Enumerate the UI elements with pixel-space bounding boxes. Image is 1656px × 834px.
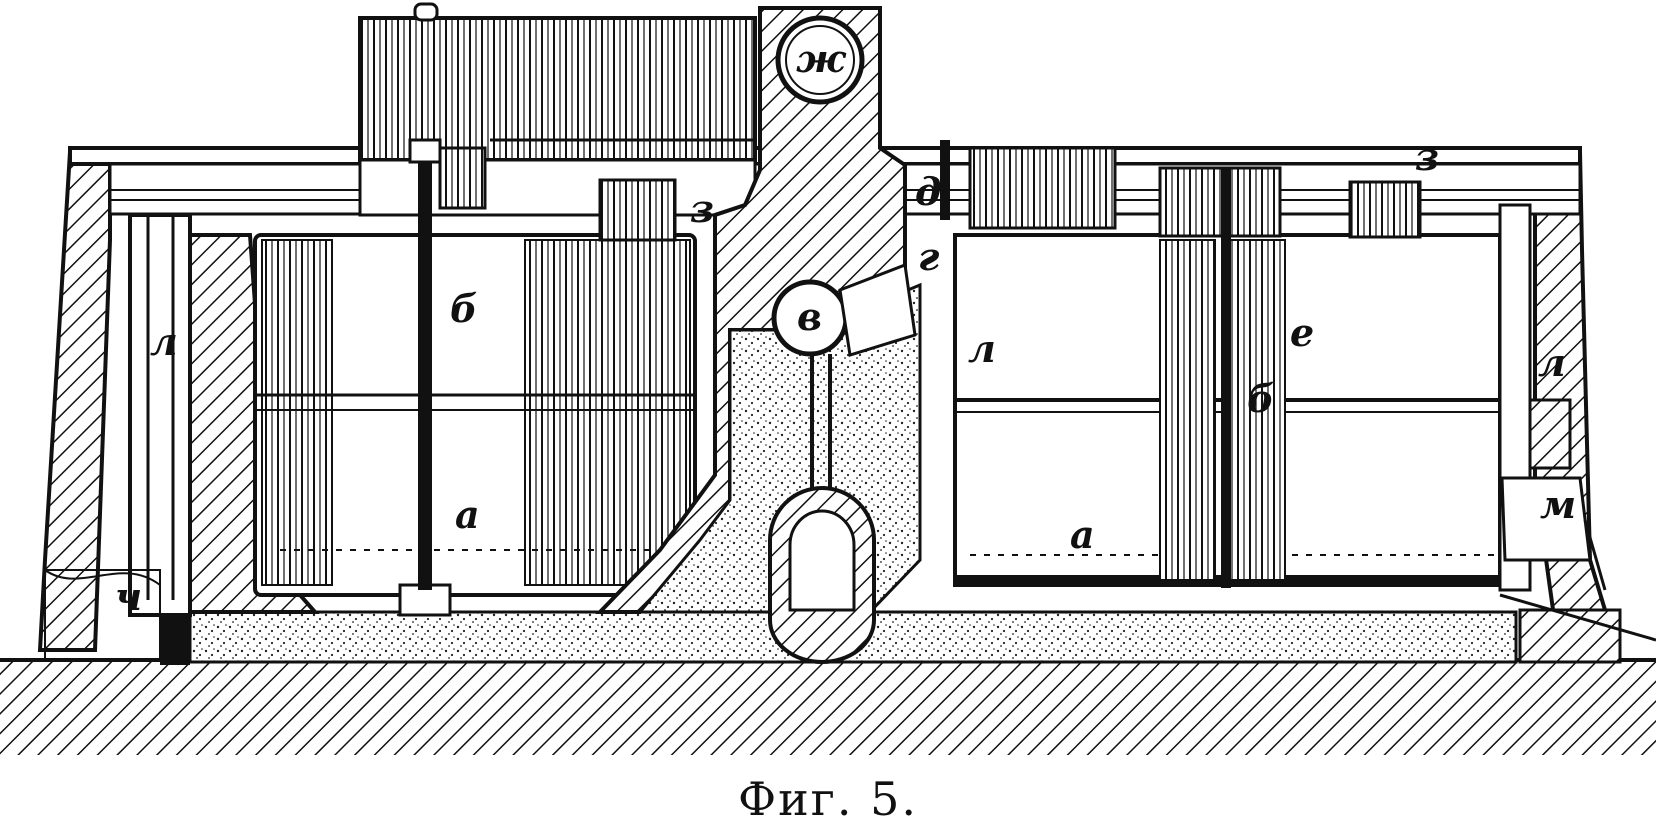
pipes (768, 15, 917, 664)
label-v: в (797, 294, 822, 339)
label-a-right: а (1070, 512, 1095, 557)
label-m: м (1540, 482, 1576, 527)
ground-section (0, 658, 1656, 755)
label-g: г (918, 234, 939, 279)
left-stirrer-shaft (408, 138, 487, 590)
label-ch: ч (115, 574, 142, 619)
label-a-left: а (455, 492, 480, 537)
label-z-right: з (1415, 134, 1439, 179)
label-l-center: л (968, 326, 996, 371)
label-d: д (915, 169, 941, 214)
left-vessel (253, 178, 697, 617)
left-flue-pipe (44, 213, 192, 665)
label-e: е (1290, 310, 1314, 355)
label-l-right: л (1538, 340, 1566, 385)
label-zh: ж (796, 36, 847, 81)
right-vessel (940, 140, 1502, 588)
label-b-right: б (1247, 376, 1274, 421)
label-b-left: б (450, 286, 477, 331)
label-l-far-left: л (150, 319, 178, 364)
label-z-left: з (690, 186, 714, 231)
diagram-labels: ж в г д з з б б а а л л л е ч м (115, 36, 1576, 619)
figure-caption: Фиг. 5. (738, 772, 918, 826)
right-flue (1498, 203, 1656, 642)
